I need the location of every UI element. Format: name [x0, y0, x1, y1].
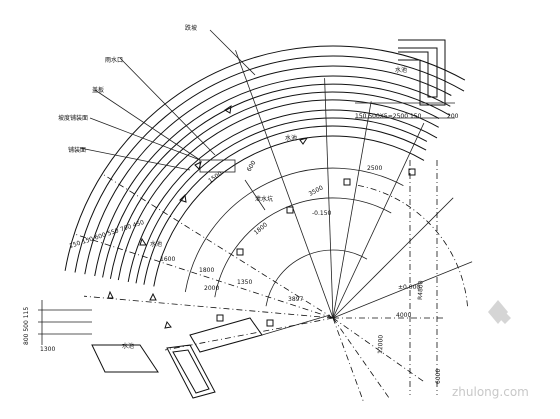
ring-arc: [265, 249, 368, 307]
radial-line: [332, 261, 473, 319]
top-step-band: [355, 39, 455, 119]
ring-arc: [127, 109, 438, 282]
radial-line: [332, 197, 454, 319]
label-water-left: 水池: [150, 240, 162, 248]
watermark-text: zhulong.com: [452, 385, 529, 399]
ring-arc: [214, 197, 392, 298]
label-water: 水池: [395, 66, 407, 74]
radial-line: [76, 234, 334, 319]
mid-seq-label: 150 150 600 550 700 450: [68, 219, 145, 250]
dim-1350-label: 1350: [237, 279, 252, 286]
radial-line: [332, 122, 425, 319]
ring-arc: [153, 135, 425, 287]
bottom-step-boxes: [91, 314, 331, 399]
row-top-label: 150 500X5=2500 150: [355, 113, 422, 120]
level-a-label: -0.150: [312, 210, 332, 217]
label-pave: 铺装面: [68, 146, 86, 154]
marker-square: [343, 178, 351, 186]
ring-arc: [64, 45, 466, 271]
label-slope-pave: 坡度铺装面: [58, 114, 88, 122]
level-b-label: ±0.000: [398, 284, 420, 291]
dim-1600-label: 1600: [160, 256, 175, 263]
stack-small-label: 800 500 115: [23, 307, 30, 345]
dim-1300-label: 1300: [40, 346, 55, 353]
dim-3897-label: 3897: [288, 296, 303, 303]
guide-line: [164, 317, 334, 351]
label-water-bottom: 水池: [122, 342, 134, 350]
ring-arc: [135, 117, 428, 284]
annotation-labels: 跌坡 雨水口 盖板 坡度铺装面 铺装面 水池 水池 水池 水池 泄水坑: [58, 24, 407, 350]
ring-arc: [117, 99, 439, 281]
label-outlet: 泄水坑: [255, 195, 273, 203]
ring-arc: [109, 91, 440, 279]
label-top: 跌坡: [185, 24, 197, 32]
marker-square: [266, 319, 274, 327]
marker-square: [216, 314, 224, 322]
dim-600-label: 600: [246, 159, 258, 173]
marker-squares: [216, 168, 416, 327]
dim-12000-label: 12000: [377, 335, 385, 355]
radial-line: [332, 101, 372, 319]
watermark: zhulong.com: [452, 300, 529, 399]
label-water-right: 水池: [285, 134, 297, 142]
marker-square: [286, 206, 294, 214]
radial-line: [235, 50, 334, 319]
ring-arc: [94, 75, 451, 277]
ring-arc: [84, 65, 452, 275]
label-cover: 盖板: [92, 86, 104, 94]
radial-line: [332, 317, 424, 382]
dim-1800b-label: 1800: [199, 267, 214, 274]
marker-square: [408, 168, 416, 176]
flow-arrows: [107, 104, 309, 329]
row-top-end-label: 200: [447, 113, 459, 120]
radial-line: [332, 317, 391, 401]
ring-arc: [74, 55, 465, 273]
radial-line: [83, 295, 334, 319]
dim-3500-label: 3500: [308, 184, 325, 197]
radial-line: [103, 174, 334, 319]
ring-arc: [102, 83, 451, 278]
dim-1800-label: 1800: [253, 221, 269, 236]
dim-2500-label: 2500: [367, 165, 382, 172]
r4800-label: R4800: [417, 280, 425, 300]
dim-2000-label: 2000: [204, 285, 219, 292]
dim-4000-label: 4000: [396, 312, 411, 319]
marker-square: [236, 248, 244, 256]
radial-line: [324, 78, 334, 319]
dim-6000-label: 6000: [435, 369, 442, 384]
concentric-arc-rings: [64, 45, 468, 307]
label-leaders: [79, 29, 266, 211]
watermark-logo-icon: [488, 300, 511, 324]
radial-lines: [76, 50, 473, 403]
ring-arc: [143, 125, 427, 285]
label-drain-grate: 雨水口: [105, 56, 123, 64]
radial-line: [332, 317, 365, 403]
left-dimension-stack: 800 500 115 1300: [23, 300, 92, 353]
ring-arc: [184, 167, 404, 293]
